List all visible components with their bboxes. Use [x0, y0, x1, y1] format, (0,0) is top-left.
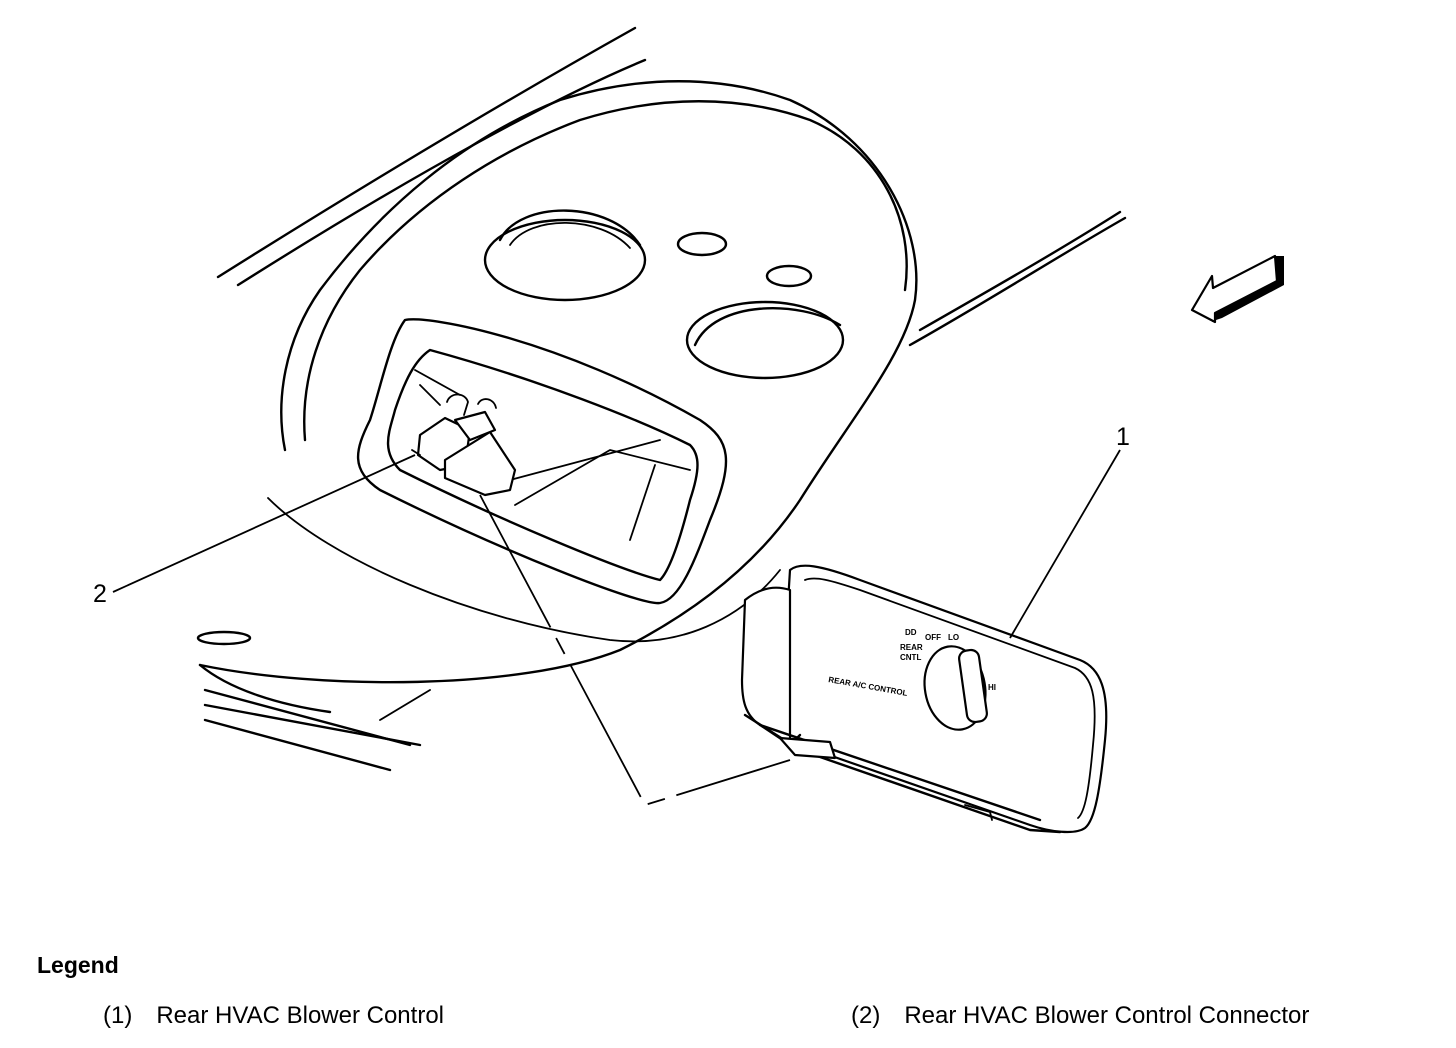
diagram-illustration: DD REAR CNTL OFF LO HI REAR A/C CONTROL …: [93, 26, 1284, 834]
panel-mode-rear: REAR: [900, 643, 923, 652]
blower-control-connector: [411, 393, 517, 497]
legend-item-label: Rear HVAC Blower Control: [156, 1002, 444, 1029]
callout-number-2: 2: [93, 580, 107, 608]
legend-item-number: (1): [103, 1002, 133, 1029]
reading-light-left: [483, 209, 647, 302]
reading-light-right: [685, 300, 845, 380]
overhead-console: [196, 80, 918, 772]
panel-off: OFF: [925, 633, 941, 642]
panel-mode-cntl: CNTL: [900, 653, 921, 662]
legend-item-1: (1) Rear HVAC Blower Control: [103, 1002, 444, 1030]
legend-item-label: Rear HVAC Blower Control Connector: [904, 1002, 1310, 1029]
panel-mode-top: DD: [905, 628, 917, 637]
console-opening: [356, 318, 728, 605]
front-arrow-icon: [1190, 254, 1284, 324]
headliner-outline: [216, 26, 1127, 347]
connection-path-dashed: [479, 494, 791, 807]
callout-number-1: 1: [1116, 423, 1130, 451]
legend-title: Legend: [37, 952, 119, 978]
callout-leader-2: [112, 454, 416, 593]
button-left: [676, 231, 728, 257]
callout-leader-1: [1009, 449, 1121, 639]
legend-item-2: (2) Rear HVAC Blower Control Connector: [851, 1002, 1309, 1030]
button-right: [765, 264, 813, 288]
rear-hvac-blower-control-module: DD REAR CNTL OFF LO HI REAR A/C CONTROL: [740, 564, 1108, 834]
panel-lo: LO: [948, 633, 959, 642]
panel-hi: HI: [988, 683, 996, 692]
legend-item-number: (2): [851, 1002, 881, 1029]
